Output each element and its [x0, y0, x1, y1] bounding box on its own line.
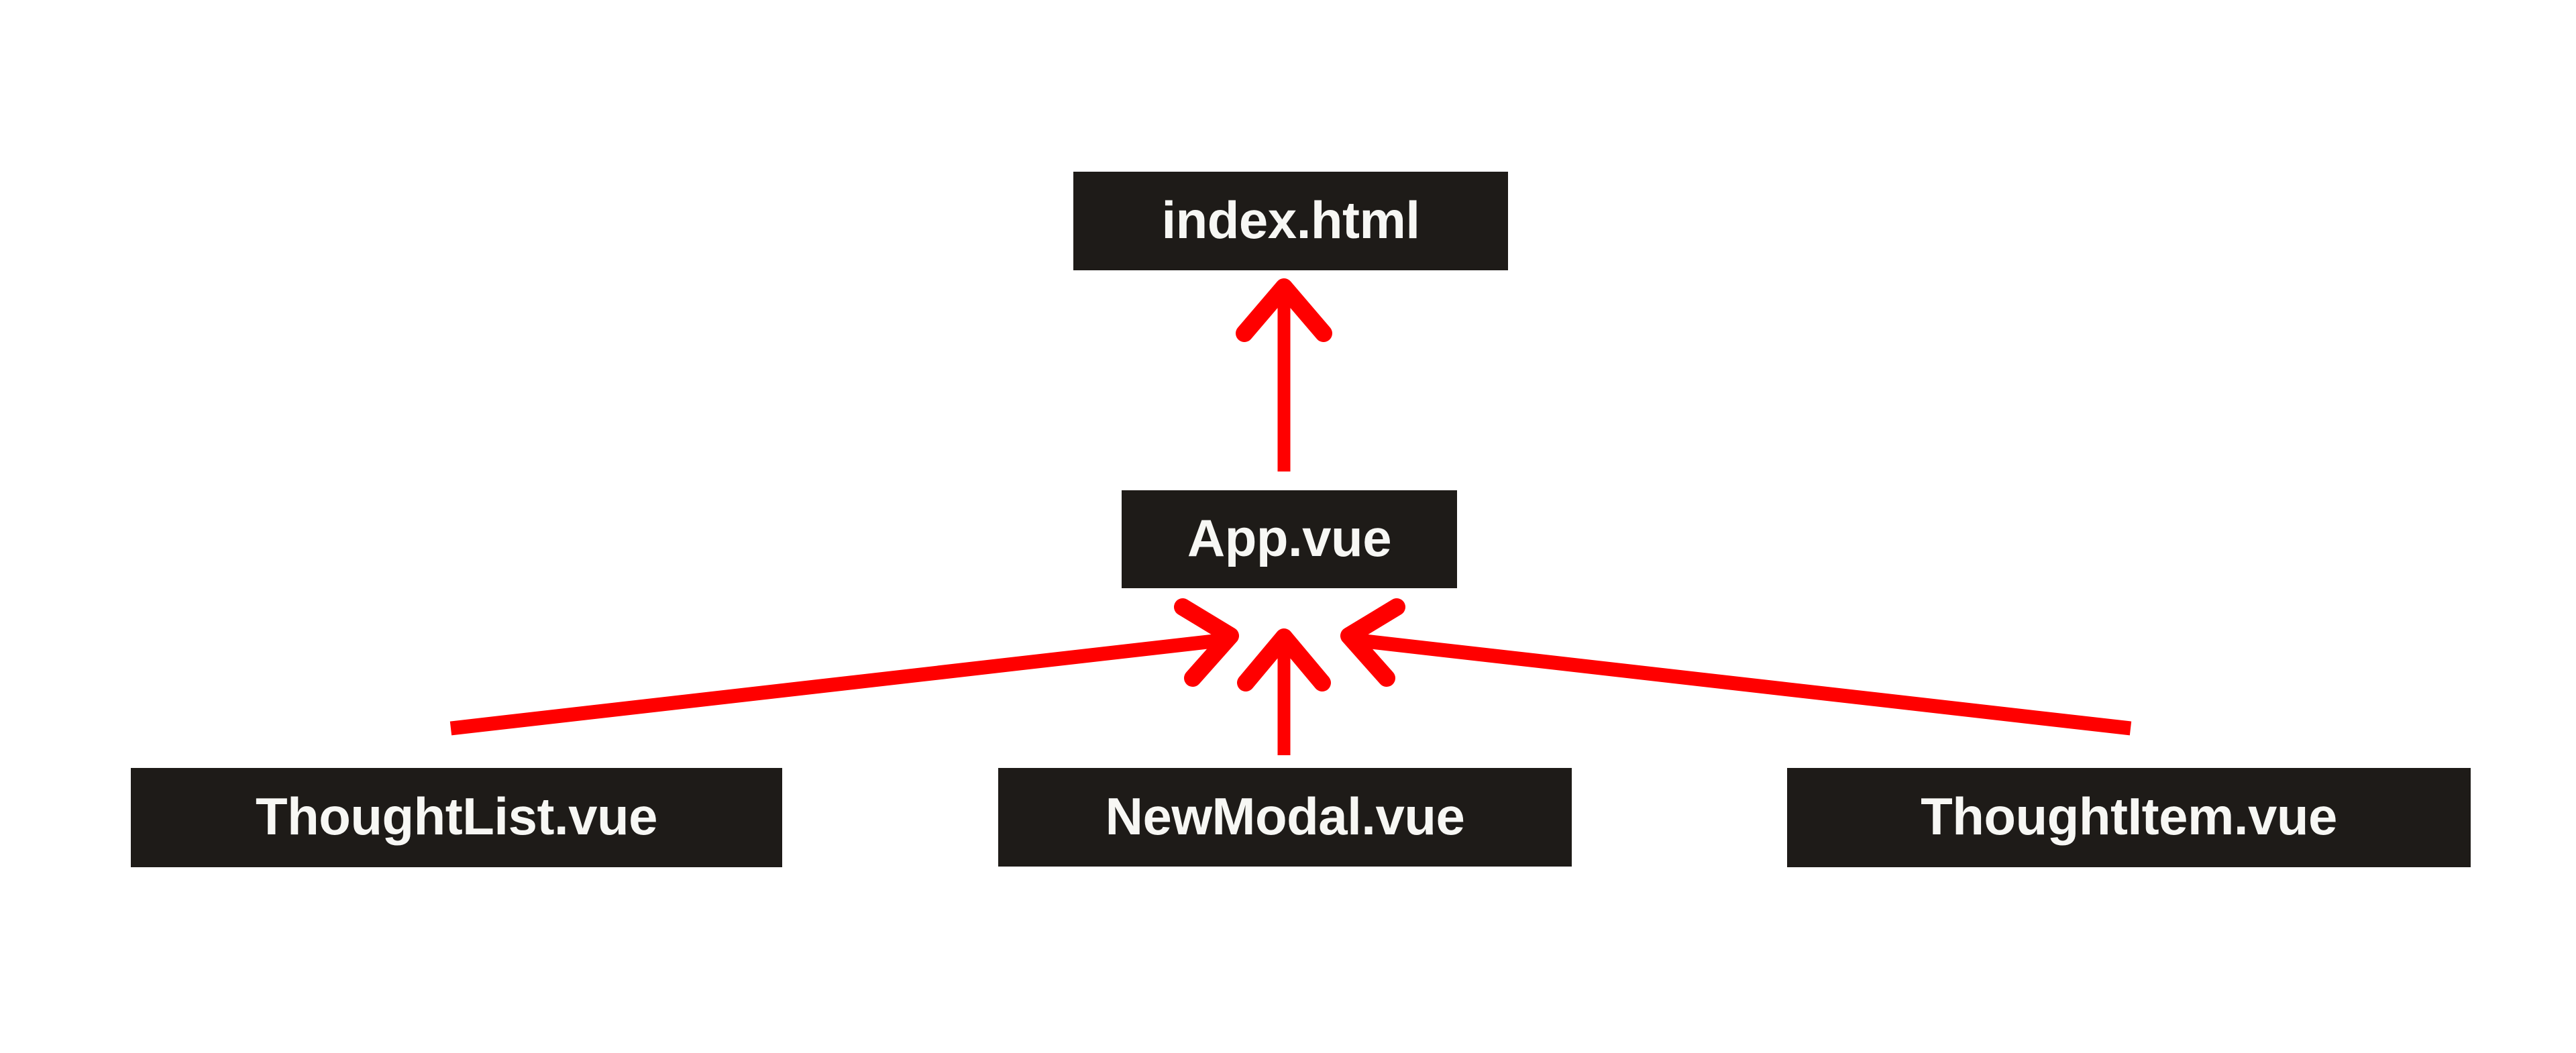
node-thoughtlist-vue[interactable]: ThoughtList.vue: [131, 768, 782, 867]
edge-thoughtlist-to-app: [449, 598, 1239, 736]
node-index-html[interactable]: index.html: [1073, 172, 1508, 270]
edge-app-to-index: [1236, 278, 1332, 472]
node-index-html-label: index.html: [1161, 190, 1420, 250]
edge-newmodal-to-app: [1237, 628, 1331, 755]
node-newmodal-vue-label: NewModal.vue: [1105, 786, 1465, 846]
node-app-vue-label: App.vue: [1187, 508, 1392, 567]
node-newmodal-vue[interactable]: NewModal.vue: [998, 768, 1572, 867]
node-thoughtitem-vue[interactable]: ThoughtItem.vue: [1787, 768, 2471, 867]
node-thoughtitem-vue-label: ThoughtItem.vue: [1921, 787, 2337, 846]
edge-thoughtitem-to-app: [1340, 598, 2132, 736]
node-thoughtlist-vue-label: ThoughtList.vue: [255, 787, 658, 846]
node-app-vue[interactable]: App.vue: [1122, 490, 1457, 588]
